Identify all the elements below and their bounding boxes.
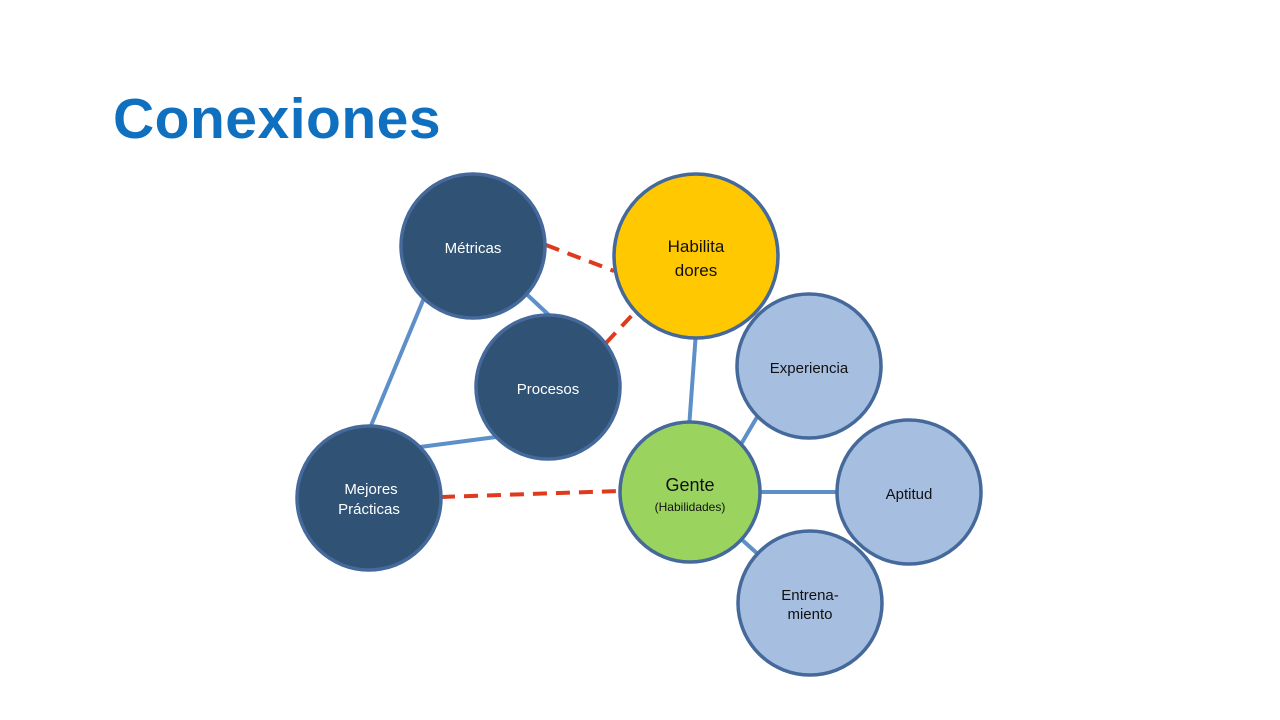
label-entrenamiento-line2: miento: [787, 606, 832, 623]
dashed-link-mejores-gente: [440, 489, 620, 499]
label-procesos: Procesos: [517, 381, 580, 398]
label-aptitud: Aptitud: [886, 486, 933, 503]
node-mejores-practicas: [295, 424, 443, 572]
label-gente: Gente: [665, 475, 714, 495]
label-metricas: Métricas: [445, 240, 502, 257]
label-habilitadores-line1: Habilita: [668, 237, 725, 256]
dashed-link-procesos-habilitadores: [604, 309, 638, 345]
node-habilitadores: [612, 172, 780, 340]
link-procesos-mejores: [419, 435, 497, 449]
node-aptitud: [835, 418, 983, 566]
label-mejores-line2: Prácticas: [338, 501, 400, 518]
node-gente: [618, 420, 762, 564]
label-mejores-line1: Mejores: [344, 481, 397, 498]
page-title: Conexiones: [113, 87, 442, 151]
label-entrenamiento-line1: Entrena-: [781, 587, 839, 604]
node-entrenamiento: [736, 529, 884, 677]
label-gente-sub: (Habilidades): [655, 500, 726, 514]
node-procesos: [474, 313, 622, 461]
label-habilitadores-line2: dores: [675, 261, 718, 280]
node-experiencia: [735, 292, 883, 440]
label-experiencia: Experiencia: [770, 360, 849, 377]
link-habilitadores-gente: [687, 331, 698, 429]
link-metricas-mejores: [368, 297, 426, 429]
dashed-link-metricas-habilitadores: [545, 243, 615, 273]
node-metricas: [399, 172, 547, 320]
